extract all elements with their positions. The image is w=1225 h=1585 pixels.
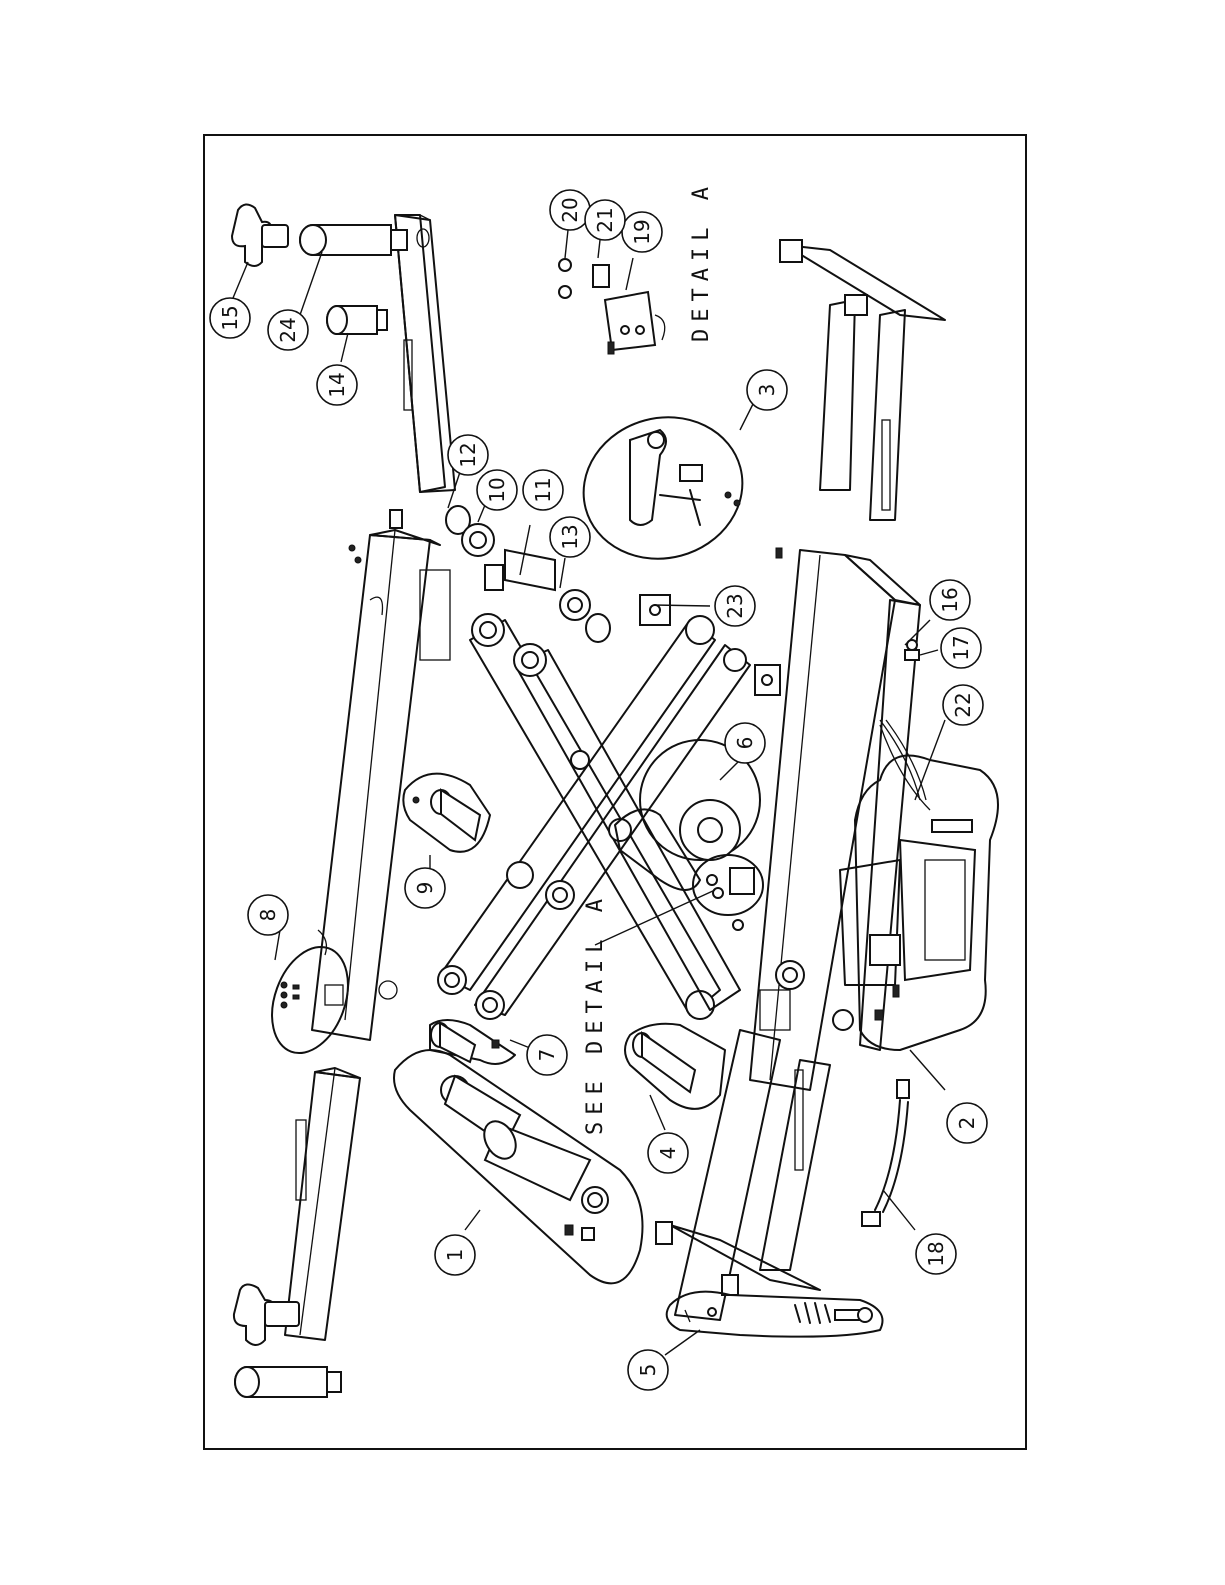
callout-number: 2 xyxy=(955,1117,979,1130)
callout-15: 15 xyxy=(210,298,250,338)
see-detail-a-label: SEE DETAIL A xyxy=(583,892,608,1135)
group-8-fasteners xyxy=(258,936,361,1063)
callout-number: 8 xyxy=(256,909,280,922)
callout-number: 12 xyxy=(456,442,480,467)
callout-number: 23 xyxy=(723,593,747,618)
lower-front-rail xyxy=(285,1068,360,1340)
detail-a-parts xyxy=(559,259,665,354)
callout-number: 7 xyxy=(535,1049,559,1062)
callout-number: 22 xyxy=(951,692,975,717)
callout-24: 24 xyxy=(268,310,308,350)
callout-number: 16 xyxy=(938,587,962,612)
callout-number: 13 xyxy=(558,524,582,549)
callout-23: 23 xyxy=(715,586,755,626)
callout-19: 19 xyxy=(622,212,662,252)
group-9-pin xyxy=(403,774,490,852)
callout-number: 15 xyxy=(218,305,242,330)
callout-number: 21 xyxy=(593,207,617,232)
main-base-frame xyxy=(750,550,920,1090)
callout-2: 2 xyxy=(947,1103,987,1143)
callout-8: 8 xyxy=(248,895,288,935)
callout-number: 9 xyxy=(413,882,437,895)
callout-number: 17 xyxy=(949,635,973,660)
callout-7: 7 xyxy=(527,1035,567,1075)
callout-14: 14 xyxy=(317,365,357,405)
callout-number: 20 xyxy=(558,197,582,222)
group-7-pin xyxy=(430,1020,515,1064)
callout-17: 17 xyxy=(941,628,981,668)
callout-number: 10 xyxy=(485,477,509,502)
callout-4: 4 xyxy=(648,1133,688,1173)
callout-16: 16 xyxy=(930,580,970,620)
callout-21: 21 xyxy=(585,200,625,240)
pin-24 xyxy=(300,225,407,255)
callout-number: 1 xyxy=(443,1249,467,1262)
callout-10: 10 xyxy=(477,470,517,510)
callout-number: 3 xyxy=(755,384,779,397)
upper-front-rail xyxy=(395,215,455,492)
callout-9: 9 xyxy=(405,868,445,908)
callout-18: 18 xyxy=(916,1234,956,1274)
hose-18 xyxy=(862,1080,909,1226)
callout-number: 6 xyxy=(733,737,757,750)
callout-number: 19 xyxy=(630,219,654,244)
callout-12: 12 xyxy=(448,435,488,475)
callout-number: 14 xyxy=(325,372,349,397)
callout-number: 24 xyxy=(276,317,300,342)
callout-number: 18 xyxy=(924,1241,948,1266)
callout-number: 11 xyxy=(531,477,555,502)
callout-13: 13 xyxy=(550,517,590,557)
callout-20: 20 xyxy=(550,190,590,230)
rear-frame-top xyxy=(780,240,945,520)
group-3-lever xyxy=(568,400,759,577)
fitting-16-17 xyxy=(776,548,919,660)
pin-14 xyxy=(327,306,387,334)
pin-bottom xyxy=(235,1367,341,1397)
upper-long-rail xyxy=(312,530,450,1040)
detail-a-label: DETAIL A xyxy=(689,180,714,342)
scissor-arm-c xyxy=(438,616,715,994)
detail-a-locator xyxy=(693,855,763,930)
callout-number: 5 xyxy=(636,1364,660,1377)
callout-6: 6 xyxy=(725,723,765,763)
callout-22: 22 xyxy=(943,685,983,725)
callout-number: 4 xyxy=(656,1147,680,1160)
group-4-pin xyxy=(625,1024,725,1109)
block-23 xyxy=(640,595,780,695)
knob-top xyxy=(232,204,288,266)
callout-11: 11 xyxy=(523,470,563,510)
callout-3: 3 xyxy=(747,370,787,410)
callout-1: 1 xyxy=(435,1235,475,1275)
callout-5: 5 xyxy=(628,1350,668,1390)
